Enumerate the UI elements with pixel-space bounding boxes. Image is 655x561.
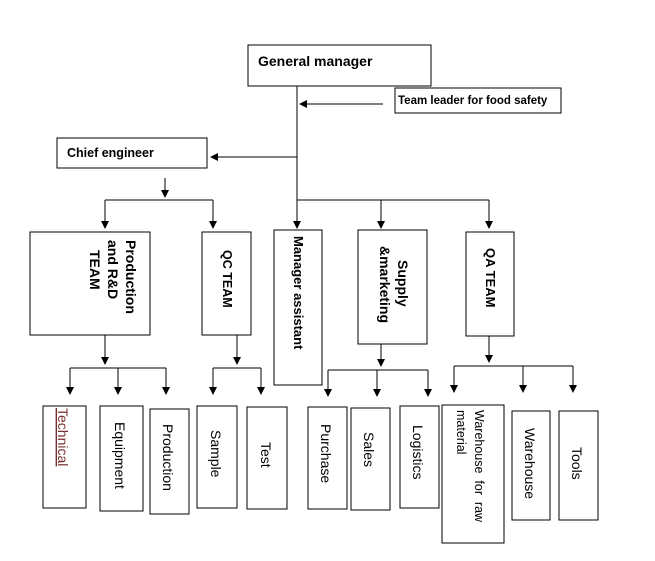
node-manager-assistant: Manager assistant xyxy=(273,229,323,386)
node-purchase: Purchase xyxy=(307,406,348,510)
technical-label: Technical xyxy=(55,408,71,466)
warehouse-raw-line2: material xyxy=(454,410,468,454)
node-qa-team: QA TEAM xyxy=(465,231,515,337)
node-chief-engineer: Chief engineer xyxy=(56,137,208,169)
node-test: Test xyxy=(246,406,288,510)
production-label: Production xyxy=(160,424,176,491)
node-production-rd-team: Production and R&D TEAM xyxy=(29,231,151,336)
sales-label: Sales xyxy=(361,432,377,467)
production-rd-line1: Production xyxy=(123,240,139,314)
manager-assistant-label: Manager assistant xyxy=(291,236,306,350)
node-equipment: Equipment xyxy=(99,405,144,512)
supply-line2: &marketing xyxy=(377,246,393,323)
supply-line1: Supply xyxy=(395,260,411,307)
node-production: Production xyxy=(149,408,190,515)
test-label: Test xyxy=(258,442,274,468)
sample-label: Sample xyxy=(208,430,224,478)
node-tools: Tools xyxy=(558,410,599,521)
node-general-manager: General manager xyxy=(247,44,432,87)
production-rd-line2: and R&D xyxy=(105,240,121,299)
node-sample: Sample xyxy=(196,405,238,509)
production-rd-line3: TEAM xyxy=(87,250,103,290)
general-manager-label: General manager xyxy=(258,53,373,69)
node-sales: Sales xyxy=(350,407,391,511)
qc-team-label: QC TEAM xyxy=(220,250,234,308)
node-warehouse: Warehouse xyxy=(511,410,551,521)
chief-engineer-label: Chief engineer xyxy=(67,146,154,160)
node-technical: Technical xyxy=(42,405,87,509)
warehouse-raw-line1: Warehouse for raw xyxy=(472,410,486,523)
warehouse-label: Warehouse xyxy=(522,428,538,499)
connectors xyxy=(66,86,577,397)
node-warehouse-raw-material: Warehouse for raw material xyxy=(441,404,505,544)
equipment-label: Equipment xyxy=(112,422,128,489)
node-team-leader-food-safety: Team leader for food safety xyxy=(394,87,562,114)
node-supply-marketing: Supply &marketing xyxy=(357,229,428,345)
qa-team-label: QA TEAM xyxy=(483,248,498,307)
tools-label: Tools xyxy=(569,447,585,480)
node-qc-team: QC TEAM xyxy=(201,231,252,336)
purchase-label: Purchase xyxy=(318,424,334,483)
team-leader-label: Team leader for food safety xyxy=(398,95,548,107)
node-logistics: Logistics xyxy=(399,405,440,509)
logistics-label: Logistics xyxy=(410,425,426,479)
